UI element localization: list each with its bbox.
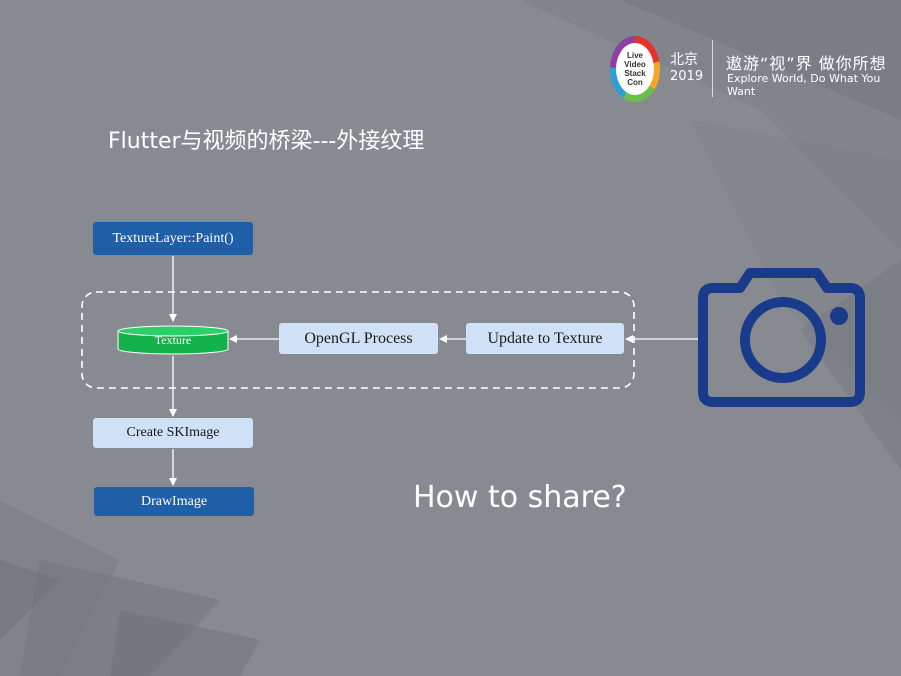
texture-cylinder <box>117 325 229 355</box>
logo-city: 北京 <box>670 52 698 68</box>
external-texture-group <box>81 291 635 389</box>
slogan-english: Explore World, Do What You Want <box>727 72 881 98</box>
event-logo: Live Video Stack Con <box>610 36 660 102</box>
logo-line-1: Live <box>626 51 643 60</box>
camera-icon <box>698 268 865 407</box>
logo-divider <box>712 40 713 97</box>
logo-year: 2019 <box>670 69 704 84</box>
slogan-chinese: 遨游“视”界 做你所想 <box>726 54 887 73</box>
event-logo-inner: Live Video Stack Con <box>616 43 654 95</box>
how-to-share-text: How to share? <box>413 480 627 515</box>
logo-line-3: Stack <box>624 69 646 78</box>
create-skimage-node: Create SKImage <box>93 418 253 448</box>
update-to-texture-node: Update to Texture <box>466 323 624 354</box>
opengl-process-node: OpenGL Process <box>279 323 438 354</box>
logo-line-4: Con <box>627 78 643 87</box>
draw-image-node: DrawImage <box>94 487 254 516</box>
logo-line-2: Video <box>624 60 646 69</box>
texture-layer-paint-node: TextureLayer::Paint() <box>93 222 253 255</box>
slide-title: Flutter与视频的桥梁---外接纹理 <box>108 129 425 154</box>
texture-node-label: Texture <box>154 332 192 347</box>
